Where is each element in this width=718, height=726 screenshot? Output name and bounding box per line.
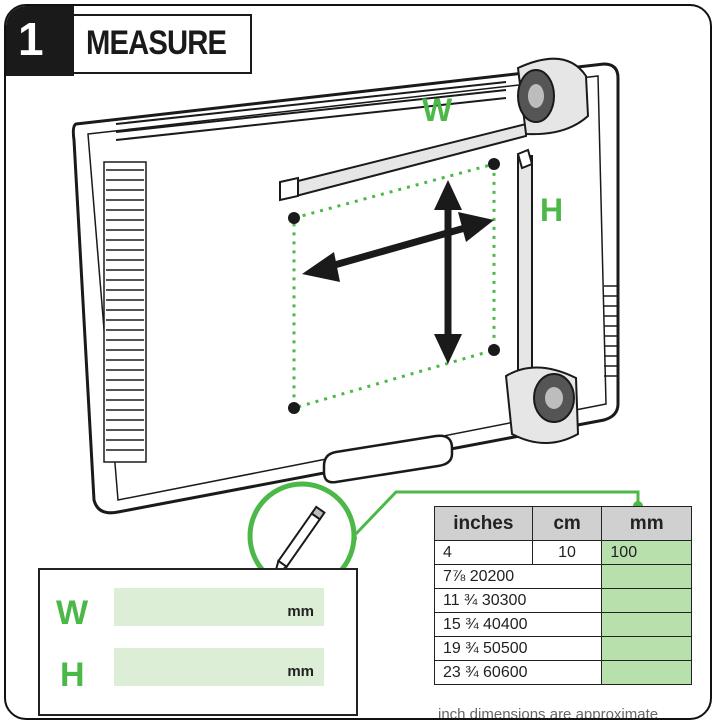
approximation-note: inch dimensions are approximate [438, 706, 659, 720]
width-label: W [422, 92, 453, 128]
cell-combined: 23 ¾ 60600 [433, 660, 603, 685]
form-height-label: H [60, 656, 85, 694]
height-unit: mm [287, 663, 314, 680]
table-header-row: inches cm mm [434, 506, 692, 541]
mount-hole [488, 344, 500, 356]
header-mm: mm [601, 506, 692, 541]
tv-handle [322, 434, 454, 484]
tape-measure-horizontal [279, 57, 590, 202]
step-number: 1 [18, 13, 44, 65]
mount-hole [288, 402, 300, 414]
table-row: 7⅞ 20200 [433, 564, 692, 589]
right-vent [604, 285, 618, 377]
height-input-field[interactable]: mm [114, 648, 324, 686]
cell-mm: 100 [601, 540, 692, 565]
step-title: MEASURE [86, 24, 227, 62]
tv-measure-illustration [71, 57, 643, 591]
cell-mm[interactable] [601, 588, 692, 613]
cell-mm[interactable] [601, 636, 692, 661]
cell-combined: 7⅞ 20200 [433, 564, 603, 589]
cell-combined: 15 ¾ 40400 [433, 612, 603, 637]
table-row: 11 ¾ 30300 [433, 588, 692, 613]
cell-mm[interactable] [601, 612, 692, 637]
left-vent [103, 161, 147, 463]
header-cm: cm [531, 506, 603, 541]
table-row: 4 10 100 [434, 540, 692, 565]
cell-cm: 10 [531, 540, 603, 565]
mount-hole [288, 212, 300, 224]
cell-mm[interactable] [601, 660, 692, 685]
step-number-badge: 1 [6, 6, 74, 76]
size-conversion-table: inches cm mm 4 10 100 7⅞ 20200 11 ¾ 3030… [433, 506, 692, 685]
cell-combined: 11 ¾ 30300 [433, 588, 603, 613]
form-width-label: W [56, 594, 89, 632]
tape-measure-vertical [504, 148, 580, 444]
table-row: 15 ¾ 40400 [433, 612, 692, 637]
measurement-form: W mm H mm [38, 568, 358, 716]
tv-back-panel [71, 62, 620, 515]
width-input-field[interactable]: mm [114, 588, 324, 626]
mount-hole [488, 158, 500, 170]
table-row: 23 ¾ 60600 [433, 660, 692, 685]
table-row: 19 ¾ 50500 [433, 636, 692, 661]
step-title-box: MEASURE [72, 14, 252, 74]
cell-inches: 4 [434, 540, 533, 565]
height-label: H [540, 192, 564, 228]
top-vent [115, 81, 507, 141]
measure-step-panel: 1 MEASURE W H W mm H mm inches cm mm 4 1… [4, 4, 712, 720]
cell-combined: 19 ¾ 50500 [433, 636, 603, 661]
header-inches: inches [434, 506, 533, 541]
height-arrow [434, 180, 462, 364]
width-unit: mm [287, 603, 314, 620]
cell-mm[interactable] [601, 564, 692, 589]
